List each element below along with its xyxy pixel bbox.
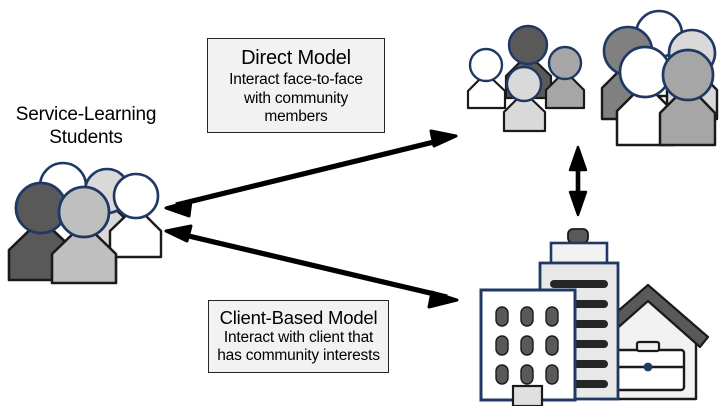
client-model-arrow (164, 224, 459, 309)
low-rise-office-block (479, 288, 577, 406)
person-light-front-center (502, 65, 547, 133)
building-windows (495, 306, 559, 385)
arrows-layer (164, 129, 588, 309)
community-group-large (600, 9, 719, 147)
client-model-line1: Interact with client that (223, 328, 374, 346)
direct-model-line1: Interact face-to-face (229, 71, 363, 89)
antenna-icon (567, 228, 589, 244)
client-building-illustration (479, 228, 710, 406)
direct-model-line2: with community (243, 89, 348, 107)
person-white-back-right (108, 172, 163, 259)
client-model-title: Client-Based Model (219, 306, 378, 328)
person-mid-front-center (50, 185, 118, 285)
community-group-small (466, 24, 586, 133)
client-model-textbox: Client-Based Model Interact with client … (208, 300, 389, 373)
direct-model-textbox: Direct Model Interact face-to-face with … (207, 38, 385, 133)
students-label-line1: Service-Learning (15, 104, 157, 125)
building-door (511, 384, 544, 406)
person-white-left (466, 47, 507, 110)
direct-model-arrow (164, 129, 458, 218)
students-people-group (7, 161, 163, 285)
community-client-link-arrow (568, 145, 588, 217)
students-label-line2: Students (49, 127, 123, 149)
person-mid-right (544, 45, 586, 110)
client-model-line2: has community interests (217, 346, 380, 364)
direct-model-line3: members (264, 107, 328, 125)
students-group-label: Service-Learning Students (2, 103, 170, 149)
briefcase-icon (610, 340, 686, 392)
person-mid-front-right (658, 48, 717, 147)
direct-model-title: Direct Model (241, 46, 351, 69)
